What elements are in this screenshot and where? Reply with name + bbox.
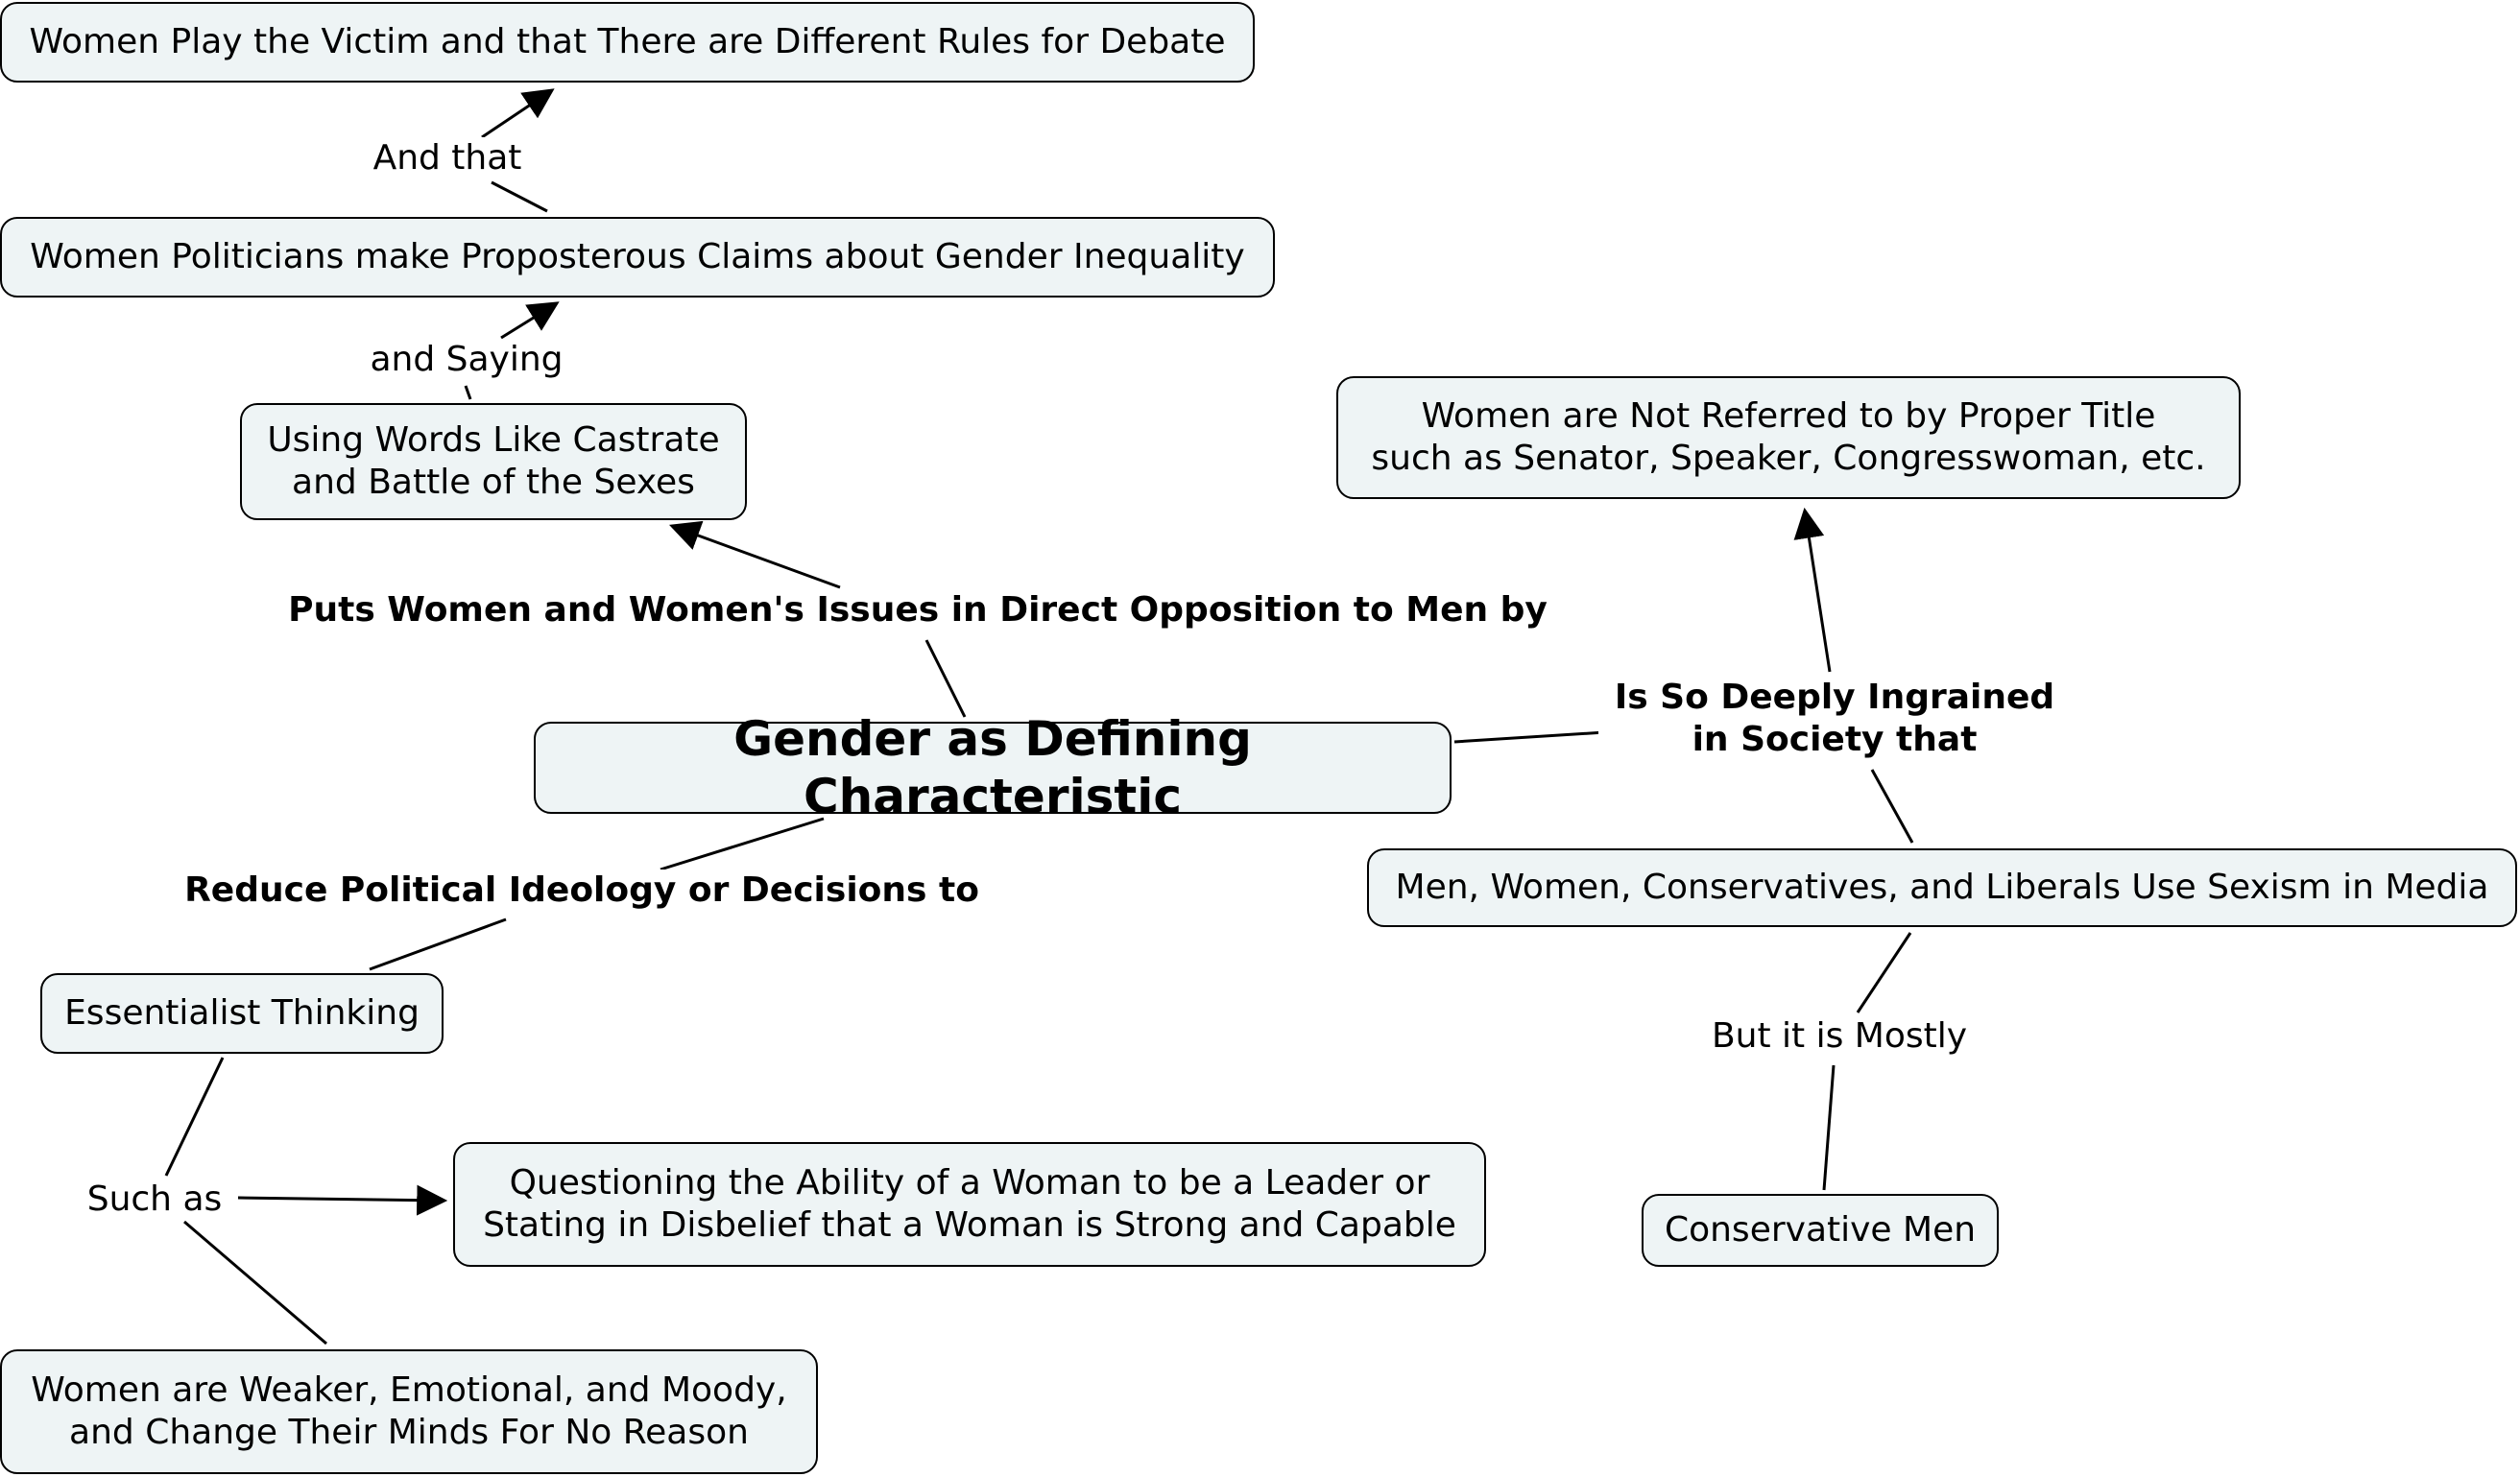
link-label-mostly: But it is Mostly [1694,1015,1984,1058]
arrow-ingrained-title [1793,507,1832,673]
arrow-and-that-victim [481,88,555,139]
connector-gender-reduce [660,817,825,871]
arrow-and-saying-claims [500,301,560,340]
arrow-such-as-questioning [237,1184,448,1216]
connector-sexism-mostly [1856,932,1912,1013]
link-label-and-that: And that [355,137,540,179]
connector-words-and-saying [464,385,472,400]
arrow-puts-words [668,520,841,589]
node-words-castrate[interactable]: Using Words Like Castrate and Battle of … [240,403,747,520]
node-questioning-ability[interactable]: Questioning the Ability of a Woman to be… [453,1142,1486,1267]
link-label-reduce-ideology: Reduce Political Ideology or Decisions t… [168,870,996,912]
link-label-and-saying: and Saying [355,339,578,381]
connector-ingrained-sexism [1870,769,1914,844]
node-women-weaker[interactable]: Women are Weaker, Emotional, and Moody, … [0,1349,818,1474]
link-label-ingrained: Is So Deeply Ingrained in Society that [1598,677,2071,761]
node-conservative-men[interactable]: Conservative Men [1642,1194,1999,1267]
node-proper-title[interactable]: Women are Not Referred to by Proper Titl… [1336,376,2241,499]
link-label-such-as: Such as [72,1179,237,1221]
connector-essentialist-such-as [164,1057,225,1177]
link-label-puts-women: Puts Women and Women's Issues in Direct … [274,589,1562,631]
connector-mostly-conservative [1822,1064,1836,1191]
connector-reduce-essentialist [369,917,507,971]
connector-gender-ingrained [1453,730,1606,744]
node-sexism-media[interactable]: Men, Women, Conservatives, and Liberals … [1367,848,2517,927]
node-victim-rules[interactable]: Women Play the Victim and that There are… [0,2,1255,83]
node-essentialist-thinking[interactable]: Essentialist Thinking [40,973,444,1054]
node-proposterous-claims[interactable]: Women Politicians make Proposterous Clai… [0,217,1275,298]
node-gender-defining[interactable]: Gender as Defining Characteristic [534,711,1452,824]
connector-gender-puts [924,639,967,718]
connector-such-as-weaker [183,1220,327,1346]
connector-claims-and-that [491,180,548,213]
